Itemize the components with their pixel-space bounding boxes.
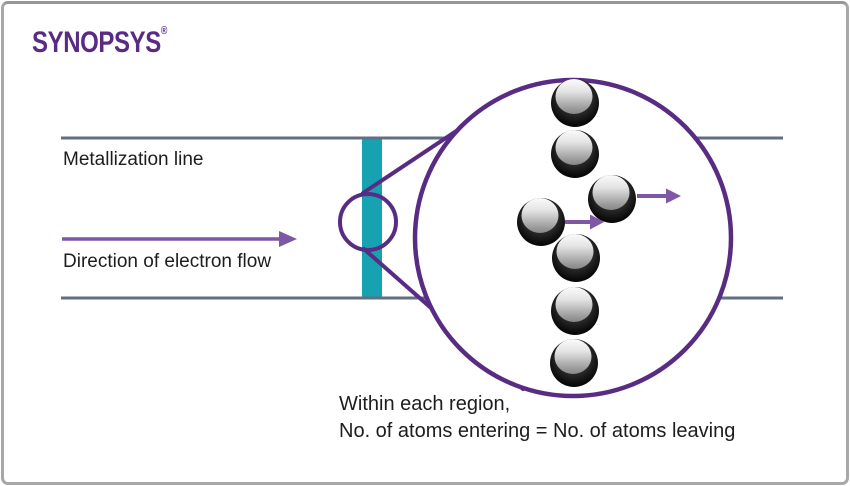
- atom-sphere: [552, 234, 600, 282]
- synopsys-logo: SYNOPSYS®: [32, 25, 167, 60]
- atom-move-arrow-right-head: [666, 188, 681, 204]
- atom-sphere: [517, 198, 565, 246]
- atom-move-arrow-left-icon: [565, 214, 604, 230]
- region-balance-caption: Within each region, No. of atoms enterin…: [339, 391, 735, 445]
- atom-move-arrow-left-head: [590, 214, 604, 230]
- caption-line-2: No. of atoms entering = No. of atoms lea…: [339, 420, 736, 442]
- atom-sphere: [550, 339, 598, 387]
- electron-flow-arrow-head: [279, 231, 297, 247]
- synopsys-logo-text: SYNOPSYS: [32, 26, 161, 59]
- electron-flow-label: Direction of electron flow: [63, 251, 272, 272]
- atom-sphere: [588, 175, 636, 223]
- atom-sphere: [551, 130, 599, 178]
- atom-spheres-group: [517, 79, 636, 387]
- caption-line-1: Within each region,: [339, 393, 511, 415]
- cross-section-region-bar: [362, 139, 382, 297]
- atom-sphere: [551, 287, 599, 335]
- atom-move-arrow-right-icon: [637, 188, 681, 204]
- metallization-line-label: Metallization line: [63, 149, 204, 170]
- atom-sphere: [551, 79, 599, 127]
- electron-flow-arrow-icon: [62, 231, 297, 247]
- registered-trademark-icon: ®: [160, 25, 168, 37]
- magnifier-small-circle: [338, 192, 398, 252]
